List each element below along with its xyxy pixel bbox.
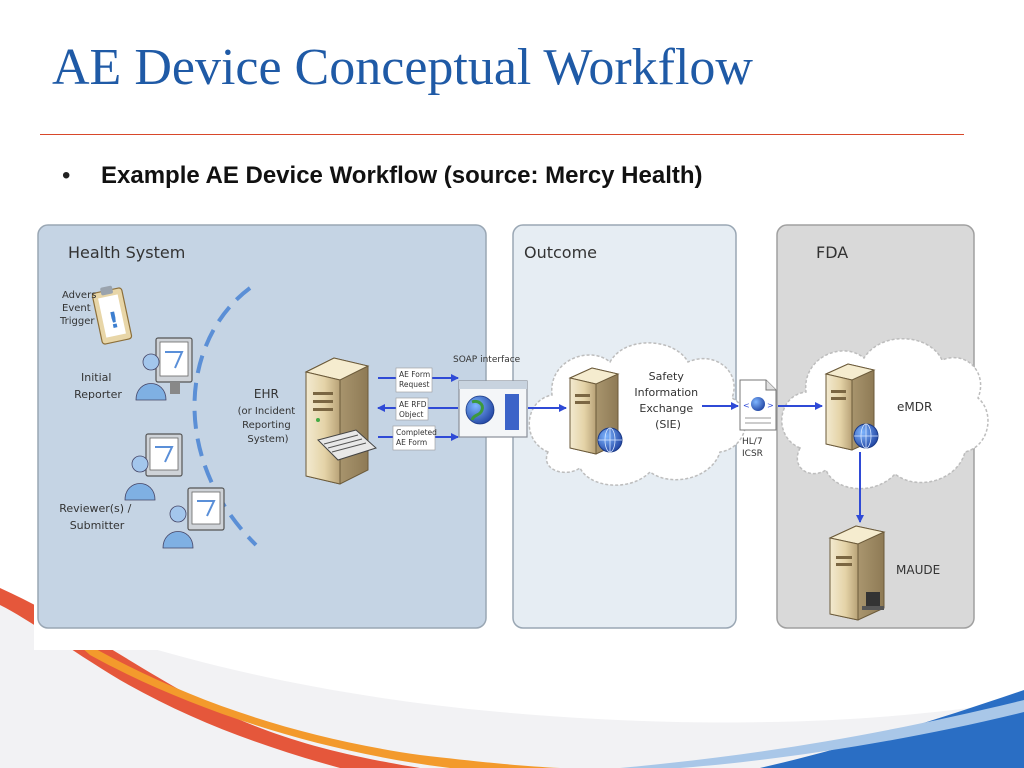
health-system-label: Health System	[68, 243, 185, 262]
hl7-icsr-label: HL/7 ICSR	[742, 437, 765, 459]
initial-reporter-label: Initial Reporter	[74, 371, 122, 401]
ae-rfd-object-arrow: AE RFD Object	[377, 397, 458, 421]
ehr-label: EHR (or Incident Reporting System)	[238, 387, 299, 445]
svg-text:>: >	[767, 401, 774, 410]
soap-interface-window	[458, 380, 528, 438]
bullet-marker: •	[62, 162, 71, 189]
svg-text:Completed AE Form: Completed AE Form	[396, 428, 439, 447]
maude-label: MAUDE	[896, 563, 940, 577]
initial-reporter-icon	[135, 337, 193, 401]
icsr-document-icon: < >	[739, 379, 777, 431]
svg-text:<: <	[743, 401, 750, 410]
ae-form-request-arrow: AE Form Request	[378, 367, 459, 393]
footer-swoosh	[0, 588, 1024, 768]
fda-label: FDA	[816, 243, 848, 262]
submitter-icon	[162, 487, 225, 549]
sie-server-icon	[568, 367, 623, 455]
dashed-boundary	[192, 286, 258, 547]
outcome-label: Outcome	[524, 243, 597, 262]
completed-ae-form-arrow: Completed AE Form	[378, 425, 459, 451]
ehr-server-icon	[304, 357, 377, 485]
clipboard-icon: !	[91, 285, 133, 345]
bullet-text: Example AE Device Workflow (source: Merc…	[101, 162, 703, 189]
svg-text:AE RFD Object: AE RFD Object	[399, 400, 429, 419]
maude-server-icon	[828, 525, 886, 621]
title-divider	[40, 134, 964, 135]
slide-title: AE Device Conceptual Workflow	[52, 39, 753, 96]
soap-interface-label: SOAP interface	[453, 355, 521, 365]
emdr-label: eMDR	[897, 400, 932, 414]
svg-text:AE Form Request: AE Form Request	[399, 370, 433, 389]
reviewer-icon	[124, 433, 183, 501]
sie-label: Safety Information Exchange (SIE)	[634, 370, 701, 431]
emdr-server-icon	[824, 363, 879, 451]
reviewer-label: Reviewer(s) / Submitter	[59, 502, 135, 532]
trigger-label: Advers Event Trigger	[59, 290, 100, 327]
